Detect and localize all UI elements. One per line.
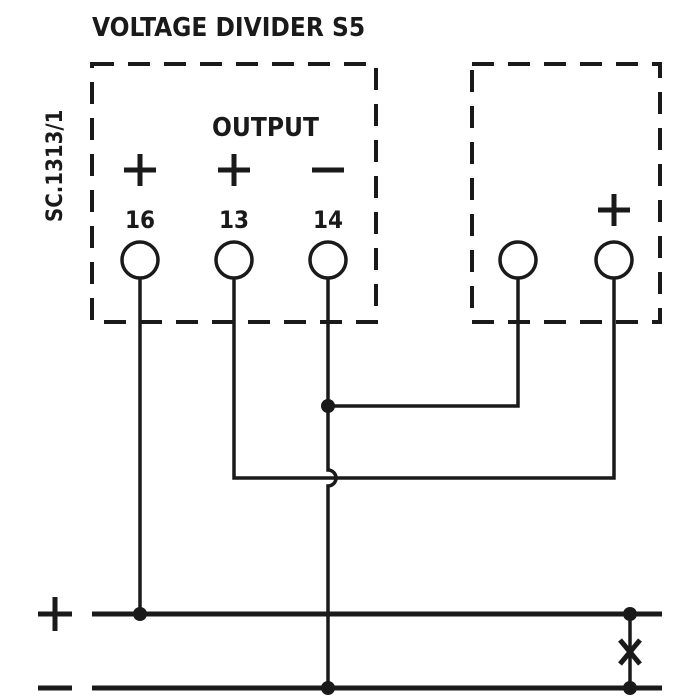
junction-dot [321, 399, 335, 413]
junction-dot [321, 681, 335, 695]
terminal-16 [120, 240, 160, 280]
wire-terminal-13 [232, 278, 616, 480]
rail-link-cross [618, 614, 642, 688]
positive-rail-sign [38, 597, 72, 631]
wire-right-terminal-1 [328, 278, 520, 408]
right-terminal-2 [594, 240, 634, 280]
right-terminal-polarity [598, 194, 630, 226]
wire-terminal-14 [326, 278, 338, 688]
output-label: OUTPUT [212, 113, 319, 143]
diagram-title: VOLTAGE DIVIDER S5 [92, 13, 365, 43]
terminal-16-polarity [124, 154, 156, 186]
terminal-14-number: 14 [313, 206, 343, 234]
junction-dot [133, 607, 147, 621]
right-terminal-1 [498, 240, 538, 280]
device-code: SC.1313/1 [43, 110, 68, 222]
terminal-14 [308, 240, 348, 280]
right-device-box [470, 62, 662, 324]
terminal-16-number: 16 [125, 206, 155, 234]
terminal-13-polarity [218, 154, 250, 186]
junction-dot [623, 607, 637, 621]
terminal-13-number: 13 [219, 206, 249, 234]
junction-dot [623, 681, 637, 695]
terminal-13 [214, 240, 254, 280]
